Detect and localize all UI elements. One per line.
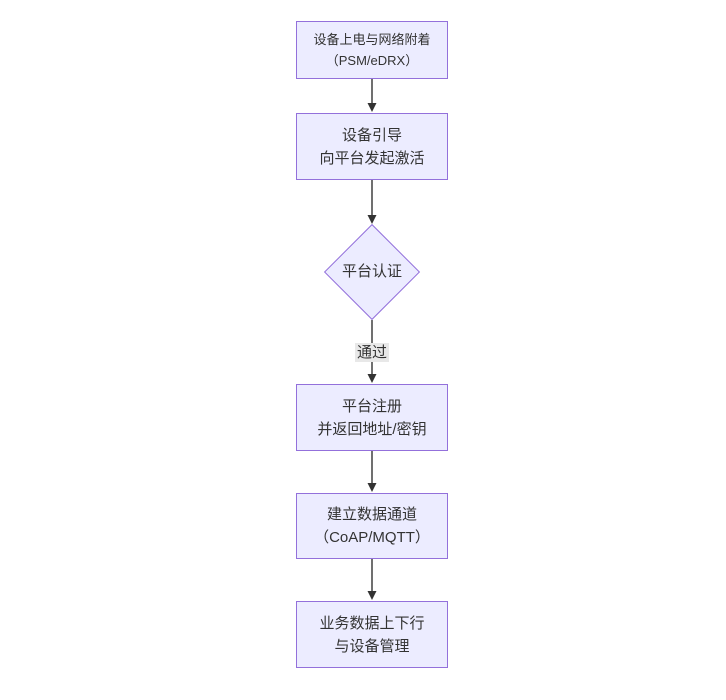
node-bootstrap: 设备引导 向平台发起激活 [296,113,448,180]
node-data-channel: 建立数据通道 （CoAP/MQTT） [296,493,448,559]
node-label-line: （PSM/eDRX） [325,53,419,68]
node-label-line: 并返回地址/密钥 [317,420,427,438]
node-label-line: 向平台发起激活 [319,149,425,167]
node-platform-register: 平台注册 并返回地址/密钥 [296,384,448,451]
node-label-line: 与设备管理 [334,637,410,655]
arrow-register-to-channel [367,451,377,492]
edge-label-pass: 通过 [342,343,402,362]
node-label-line: 设备引导 [341,126,402,144]
node-power-attach: 设备上电与网络附着 （PSM/eDRX） [296,21,448,79]
arrow-channel-to-business [367,559,377,600]
node-platform-auth-label: 平台认证 [341,263,402,280]
arrow-bootstrap-to-auth [367,180,377,224]
node-label-line: 平台注册 [341,397,402,415]
node-label-line: 设备上电与网络附着 [313,32,431,47]
arrow-power-to-bootstrap [367,79,377,112]
node-business-data: 业务数据上下行 与设备管理 [296,601,448,668]
edge-label-text: 通过 [354,343,389,362]
node-label-line: （CoAP/MQTT） [314,529,430,546]
node-label-line: 业务数据上下行 [319,614,425,632]
node-label-line: 建立数据通道 [326,506,417,523]
